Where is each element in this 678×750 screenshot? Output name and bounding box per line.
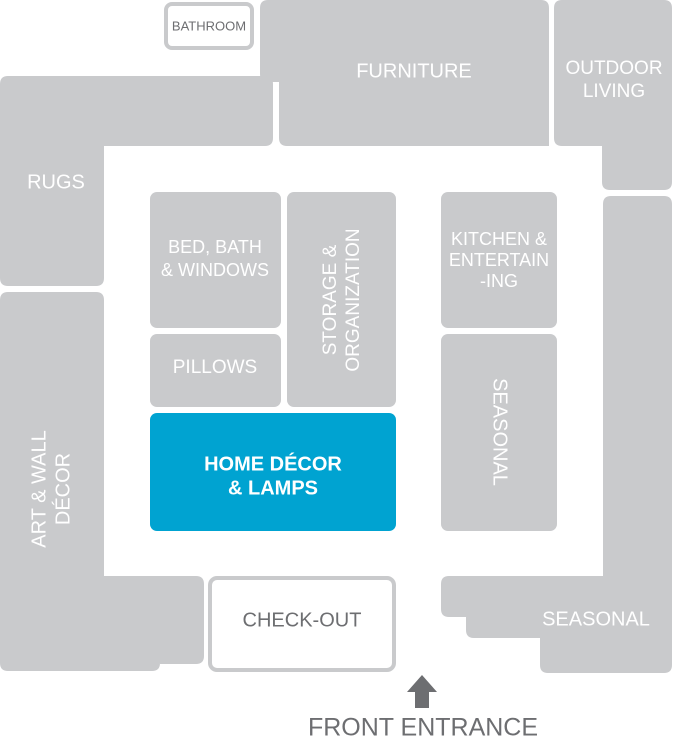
dept-furniture[interactable]: FURNITURE xyxy=(260,0,549,146)
dept-kitchen-entertaining-line1: KITCHEN & xyxy=(451,229,547,249)
dept-bathroom[interactable]: BATHROOM xyxy=(164,2,254,50)
dept-art-wall-decor[interactable]: ART & WALL DÉCOR xyxy=(0,292,204,671)
dept-storage-organization[interactable]: STORAGE & ORGANIZATION xyxy=(287,192,396,407)
dept-checkout-label: CHECK-OUT xyxy=(243,609,362,631)
dept-storage-organization-line1: STORAGE & xyxy=(320,244,341,355)
dept-home-decor-lamps[interactable]: HOME DÉCOR & LAMPS xyxy=(150,413,396,531)
dept-pillows[interactable]: PILLOWS xyxy=(150,334,281,407)
dept-bed-bath-windows-line2: & WINDOWS xyxy=(161,260,269,280)
dept-seasonal-corner[interactable]: SEASONAL xyxy=(441,196,672,673)
dept-seasonal-center[interactable]: SEASONAL xyxy=(441,334,557,531)
dept-art-wall-decor-line2: DÉCOR xyxy=(51,453,74,525)
dept-outdoor-living-line1: OUTDOOR xyxy=(565,58,662,79)
dept-kitchen-entertaining-line2: ENTERTAIN xyxy=(449,250,549,270)
dept-bed-bath-windows[interactable]: BED, BATH & WINDOWS xyxy=(150,192,281,328)
dept-furniture-label: FURNITURE xyxy=(356,60,472,82)
dept-home-decor-lamps-line2: & LAMPS xyxy=(228,477,318,499)
dept-pillows-label: PILLOWS xyxy=(173,357,257,378)
dept-bathroom-label: BATHROOM xyxy=(172,18,246,33)
dept-home-decor-lamps-line1: HOME DÉCOR xyxy=(204,452,342,475)
front-entrance-label: FRONT ENTRANCE xyxy=(308,714,538,742)
dept-outdoor-living[interactable]: OUTDOOR LIVING xyxy=(554,0,672,190)
dept-kitchen-entertaining-line3: -ING xyxy=(480,271,518,291)
dept-bed-bath-windows-line1: BED, BATH xyxy=(168,237,262,257)
up-arrow-icon xyxy=(407,675,437,708)
dept-rugs-label: RUGS xyxy=(27,171,85,193)
dept-rugs[interactable]: RUGS xyxy=(0,76,273,286)
dept-checkout[interactable]: CHECK-OUT xyxy=(208,576,396,672)
dept-seasonal-corner-label: SEASONAL xyxy=(542,608,650,630)
dept-outdoor-living-line2: LIVING xyxy=(583,81,645,102)
dept-storage-organization-line2: ORGANIZATION xyxy=(343,228,364,371)
dept-art-wall-decor-line1: ART & WALL xyxy=(28,430,50,547)
dept-seasonal-center-label: SEASONAL xyxy=(489,378,511,486)
dept-kitchen-entertaining[interactable]: KITCHEN & ENTERTAIN -ING xyxy=(441,192,557,328)
